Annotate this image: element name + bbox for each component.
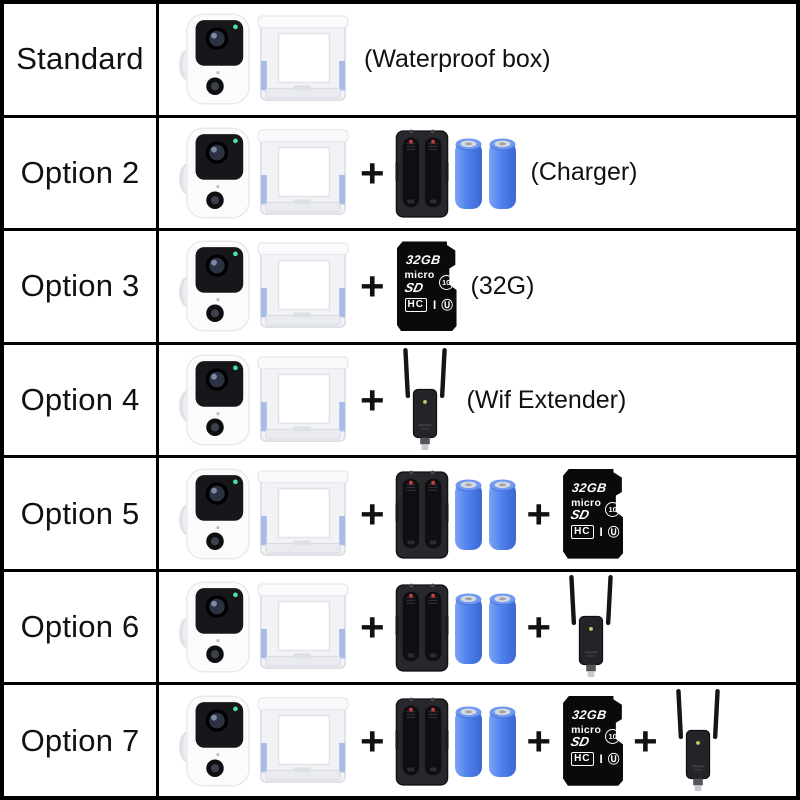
battery-icon: [488, 590, 517, 665]
sd-card-capacity: 32GB: [404, 253, 442, 268]
sd-card-icon: 32GB micro SD 10 HC I Ⓤ: [563, 468, 624, 559]
sd-card-icon: 32GB micro SD 10 HC I Ⓤ: [563, 695, 624, 786]
plus-sign: +: [360, 377, 385, 422]
battery-charger-icon: [395, 695, 449, 787]
plus-sign: +: [360, 490, 385, 536]
sd-card-icon: 32GB micro SD 10 HC I Ⓤ: [396, 241, 457, 332]
waterproof-box-icon: [256, 355, 350, 445]
option-label: Standard: [4, 4, 159, 115]
waterproof-box-icon: [256, 128, 350, 218]
row-content: + 32GB micro SD 10 HC I Ⓤ (32G): [159, 231, 796, 342]
camera-icon: [179, 240, 251, 332]
row-content: + (Wif Extender): [159, 345, 796, 456]
plus-sign: +: [360, 717, 385, 763]
option-label: Option 2: [4, 117, 159, 229]
camera-icon: [179, 13, 251, 105]
plus-sign: +: [526, 717, 552, 763]
battery-icon: [454, 703, 483, 778]
battery-icon: [488, 703, 517, 778]
waterproof-box-icon: [256, 14, 350, 104]
battery-charger-icon: [395, 468, 449, 560]
camera-icon: [179, 468, 251, 560]
plus-sign: +: [360, 604, 385, 650]
row-content: + + 32GB micro SD 10 HC I Ⓤ: [159, 458, 796, 569]
sd-card-capacity: 32GB: [571, 480, 608, 495]
option-label: Option 3: [4, 231, 159, 342]
wifi-extender-icon: [563, 575, 619, 679]
wifi-extender-icon: [397, 348, 453, 452]
row-note: (Charger): [530, 158, 638, 187]
option-label: Option 6: [4, 571, 159, 683]
option-label: Option 5: [4, 458, 159, 569]
camera-icon: [179, 695, 251, 787]
plus-sign: +: [360, 150, 385, 195]
row-note: (Wif Extender): [466, 385, 627, 414]
option-label: Option 7: [4, 685, 159, 797]
row-note: (32G): [470, 271, 535, 300]
plus-sign: +: [360, 263, 385, 309]
battery-icon: [488, 135, 517, 210]
camera-icon: [179, 354, 251, 446]
sd-card-capacity: 32GB: [571, 707, 608, 722]
plus-sign: +: [526, 490, 552, 536]
row-content: + (Charger): [159, 118, 796, 229]
battery-icon: [488, 476, 517, 551]
battery-icon: [454, 135, 483, 210]
plus-sign: +: [633, 717, 658, 763]
waterproof-box-icon: [256, 696, 350, 786]
battery-icon: [454, 476, 483, 551]
waterproof-box-icon: [256, 241, 350, 331]
row-content: (Waterproof box): [159, 4, 796, 115]
row-standard: Standard (Waterproof box): [4, 4, 796, 118]
waterproof-box-icon: [256, 582, 350, 672]
row-option-4: Option 4 + (Wif Extender): [4, 344, 796, 459]
row-note: (Waterproof box): [364, 44, 551, 73]
row-content: + +: [159, 572, 796, 683]
row-option-7: Option 7 + + 32GB micro SD 10 HC: [4, 685, 796, 797]
option-label: Option 4: [4, 344, 159, 456]
battery-charger-icon: [395, 127, 449, 219]
camera-icon: [179, 581, 251, 673]
row-option-2: Option 2 + (Charger): [4, 117, 796, 232]
row-option-6: Option 6 + +: [4, 571, 796, 686]
battery-charger-icon: [395, 581, 449, 673]
camera-icon: [179, 127, 251, 219]
row-option-3: Option 3 + 32GB micro SD 10 HC I Ⓤ: [4, 231, 796, 345]
battery-icon: [454, 590, 483, 665]
waterproof-box-icon: [256, 469, 350, 559]
wifi-extender-icon: [670, 689, 726, 793]
row-option-5: Option 5 + + 32GB micro SD 10 HC: [4, 458, 796, 572]
row-content: + + 32GB micro SD 10 HC I Ⓤ +: [159, 685, 796, 796]
plus-sign: +: [526, 604, 552, 650]
